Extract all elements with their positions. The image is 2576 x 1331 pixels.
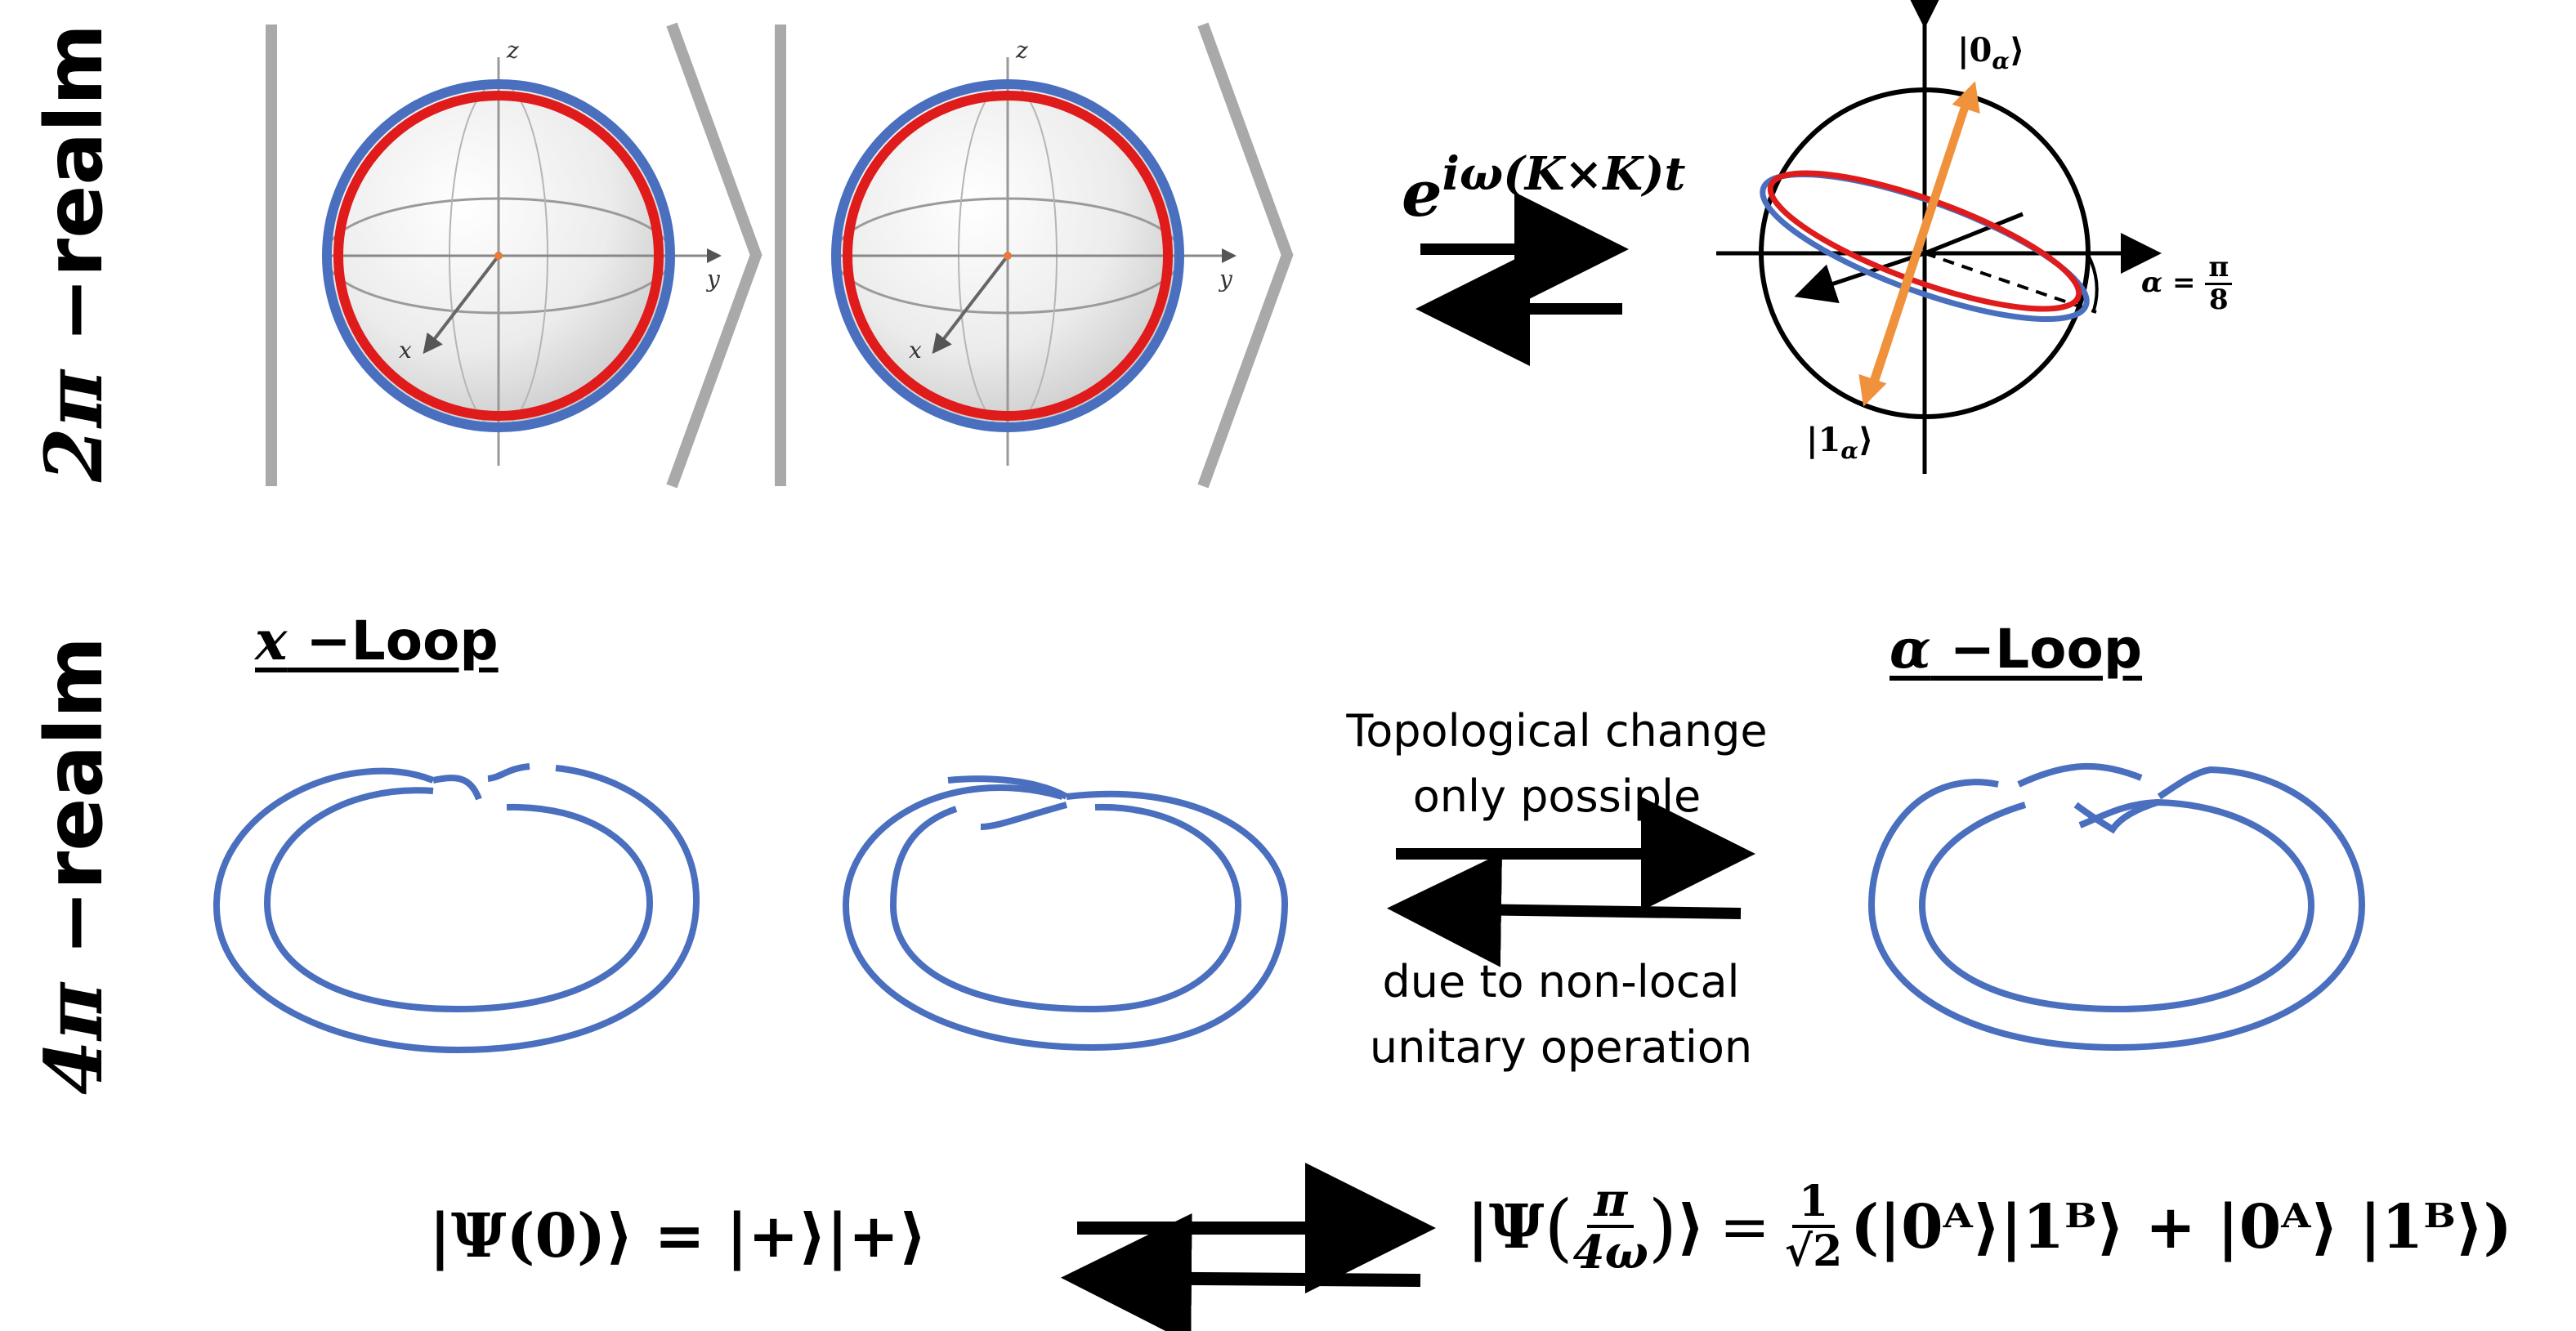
topology-caption-top: Topological change only possiple (1346, 705, 1768, 822)
alpha-loop-title: α −Loop (1890, 617, 2143, 681)
sphere1-axis-x-label: x (399, 337, 412, 364)
sphere2-axis-z-label: z (1016, 37, 1028, 64)
evolution-operator: eiω(K×K)t (1402, 147, 1686, 231)
topology-caption-bottom: due to non-local unitary operation (1369, 956, 1753, 1073)
ket-bracket-right-1 (666, 22, 763, 489)
sphere1-axis-z-label: z (507, 37, 519, 64)
bloch-sphere-1 (322, 57, 722, 466)
x-loop-title: x −Loop (255, 609, 499, 672)
bloch-sphere-2 (831, 57, 1237, 466)
sphere2-axis-x-label: x (909, 337, 922, 364)
ket-0-alpha-label: |0α⟩ (1957, 31, 2025, 74)
loop-middle-knot (842, 775, 1289, 1052)
sphere2-axis-y-label: y (1219, 266, 1232, 293)
alpha-loop-knot (1867, 762, 2366, 1052)
bottom-backward-arrow (1061, 1213, 1421, 1331)
initial-state-equation: |Ψ(0)⟩ = |+⟩|+⟩ (429, 1201, 927, 1271)
rotated-bloch-sphere (1716, 0, 2162, 474)
sphere1-axis-y-label: y (707, 266, 720, 293)
middle-backward-arrow (1387, 852, 1742, 967)
x-loop-knot (212, 763, 700, 1054)
ket-bracket-right-2 (1197, 22, 1294, 489)
ket-1-alpha-label: |1α⟩ (1806, 421, 1874, 464)
